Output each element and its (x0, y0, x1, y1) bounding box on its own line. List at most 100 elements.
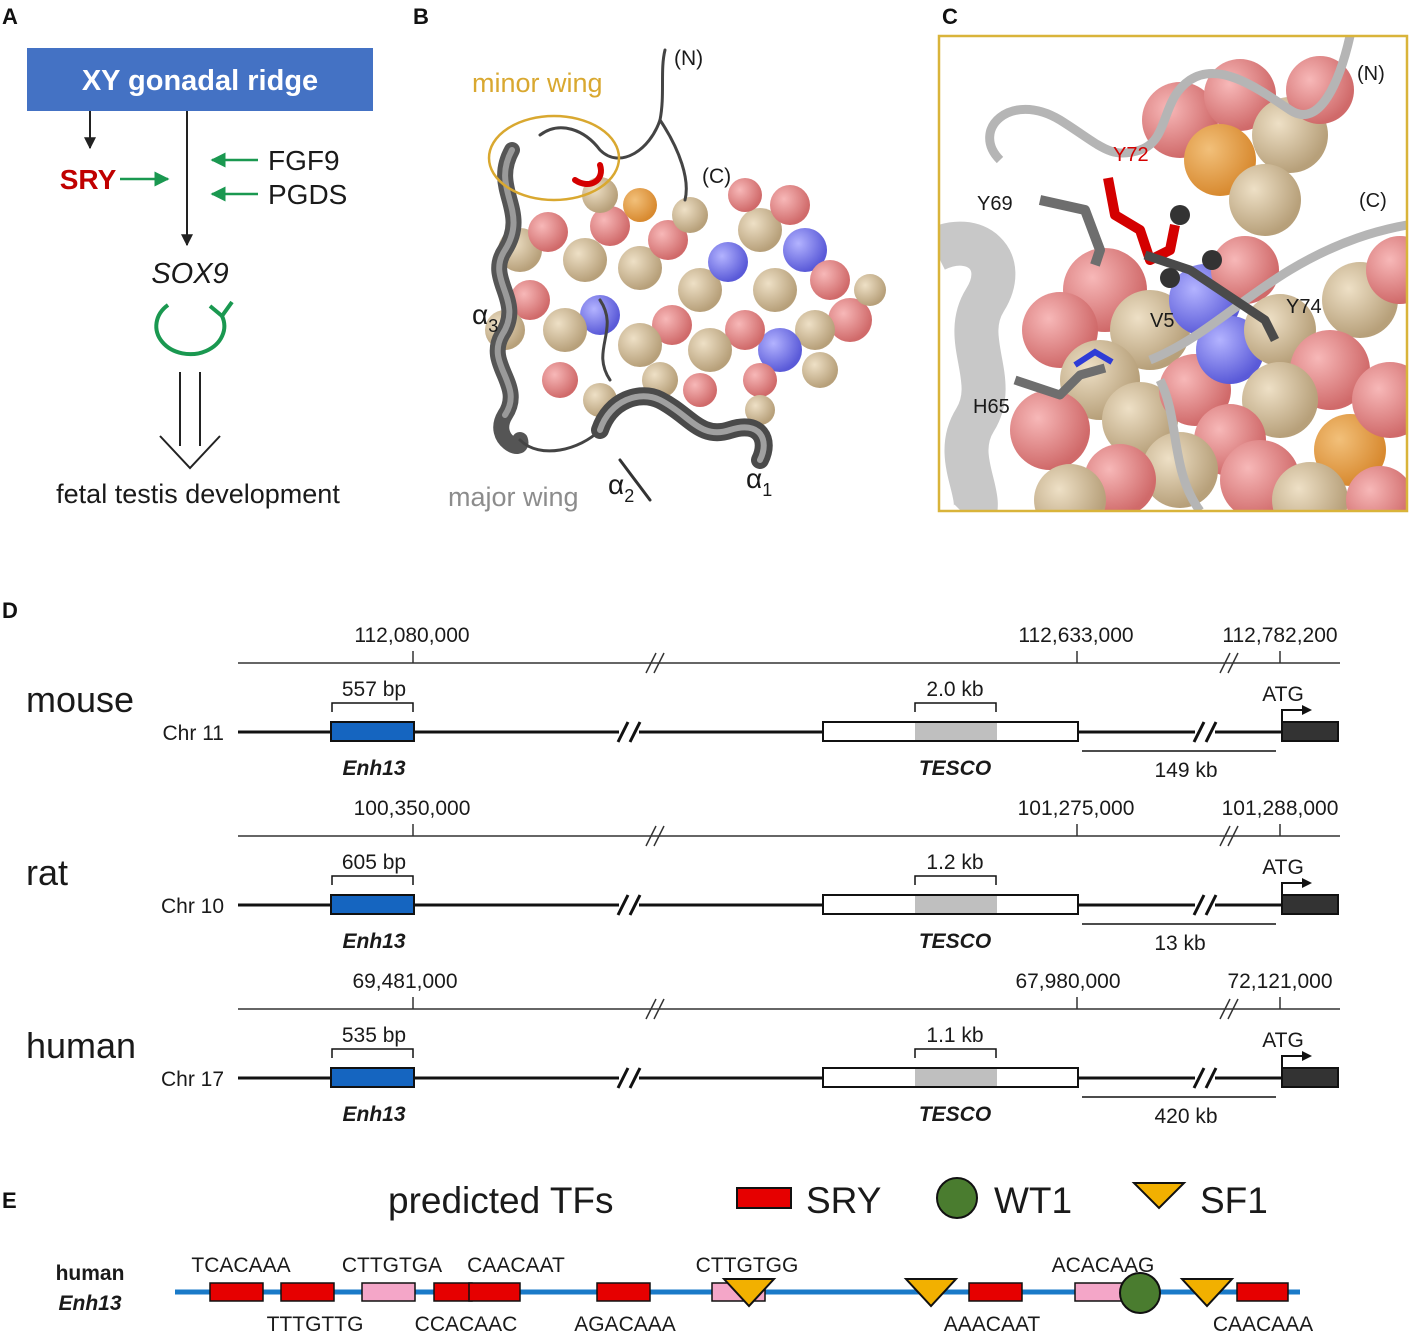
coord-enh: 112,080,000 (354, 624, 469, 647)
scale-break-icon (645, 825, 665, 847)
sox9-label: SOX9 (151, 258, 228, 290)
scale-break-icon (645, 998, 665, 1020)
panel-a: A XY gonadal ridge SRY FGF9 PGDS SOX9 fe… (2, 4, 373, 509)
distance-label: 420 kb (1154, 1105, 1217, 1128)
sry-site (1236, 1282, 1289, 1302)
legend-sry-swatch (736, 1187, 792, 1209)
panel-c-label: C (942, 4, 958, 29)
loop-arrowhead-icon (208, 300, 234, 318)
site-seq-above: CTTGTGA (342, 1254, 442, 1277)
chromosome-label: Chr 11 (163, 722, 224, 745)
site-seq-above: ACACAAG (1052, 1254, 1155, 1277)
break-icon (1192, 894, 1218, 916)
panel-b: B (413, 4, 886, 512)
tss-arrowhead-icon (1302, 705, 1312, 715)
enh-size-label: 605 bp (342, 851, 406, 874)
enh13-box (330, 1067, 415, 1088)
b-c-terminus-label: (C) (702, 165, 731, 188)
coord-tesco: 112,633,000 (1018, 624, 1133, 647)
atg-label: ATG (1262, 856, 1304, 879)
site-seq-below: CCACAAC (415, 1313, 518, 1333)
c-n-terminus-label: (N) (1357, 63, 1385, 85)
panel-d: D 112,080,000 112,633,000 112,782,200 mo… (2, 598, 1340, 1128)
coord-gene: 72,121,000 (1227, 970, 1332, 993)
break-icon (616, 894, 642, 916)
legend-sf1-label: SF1 (1200, 1180, 1268, 1221)
species-label: human (26, 1025, 136, 1066)
species-label: mouse (26, 679, 134, 720)
major-wing-label: major wing (448, 482, 579, 512)
residue-y74-label: Y74 (1286, 296, 1322, 318)
panel-e: E predicted TFs SRY WT1 SF1 human Enh13 (2, 1177, 1313, 1333)
legend-title: predicted TFs (388, 1180, 614, 1221)
coord-gene: 101,288,000 (1222, 797, 1339, 820)
panel-d-label: D (2, 598, 18, 623)
gonadal-ridge-label: XY gonadal ridge (82, 65, 318, 97)
c-c-terminus-label: (C) (1359, 190, 1387, 212)
tesco-size-label: 1.2 kb (926, 851, 983, 874)
site-seq-below: AAACAAT (944, 1313, 1041, 1333)
chromosome-label: Chr 10 (161, 895, 224, 918)
coord-enh: 100,350,000 (354, 797, 471, 820)
tesco-bracket (914, 875, 997, 885)
sry-site (468, 1282, 521, 1302)
sf1-site-icon (721, 1278, 777, 1308)
sry-site (968, 1282, 1023, 1302)
coord-gene: 112,782,200 (1222, 624, 1337, 647)
sry-site (596, 1282, 651, 1302)
atg-label: ATG (1262, 683, 1304, 706)
enh-size-label: 535 bp (342, 1024, 406, 1047)
chromosome-label: Chr 17 (161, 1068, 224, 1091)
residue-h65-label: H65 (973, 396, 1010, 418)
dna-space-filling-model (485, 177, 886, 425)
site-seq-below: TTTGTTG (267, 1313, 364, 1333)
minor-wing-outline (487, 114, 621, 202)
site-seq-above: TCACAAA (191, 1254, 290, 1277)
sf1-site-icon (1179, 1278, 1235, 1308)
sry-weak-site (361, 1282, 416, 1302)
site-seq-below: AGACAAA (574, 1313, 676, 1333)
site-seq-above: CTTGTGG (696, 1254, 799, 1277)
enh-size-label: 557 bp (342, 678, 406, 701)
track-label-species: human (56, 1262, 125, 1285)
gonadal-ridge-box (27, 48, 373, 111)
site-seq-below: CAACAAA (1213, 1313, 1313, 1333)
residue-y69-label: Y69 (977, 193, 1013, 215)
sf1-site-icon (903, 1278, 959, 1308)
enh13-label: Enh13 (342, 930, 405, 953)
residue-y72-label: Y72 (1113, 144, 1149, 166)
wt1-site-icon (1119, 1272, 1161, 1314)
tesco-size-label: 2.0 kb (926, 678, 983, 701)
closeup-frame (937, 34, 1409, 513)
enh-bracket (331, 1048, 414, 1058)
panel-c: C (937, 4, 1409, 513)
panel-a-label: A (2, 4, 18, 29)
scale-break-icon (1219, 652, 1239, 674)
sox9-autoregulation-loop (154, 303, 227, 357)
coord-tesco: 67,980,000 (1015, 970, 1120, 993)
tesco-bracket (914, 702, 997, 712)
tfbs-marks (209, 1272, 1289, 1314)
panel-e-label: E (2, 1188, 17, 1213)
locus-row-mouse: 112,080,000 112,633,000 112,782,200 mous… (26, 624, 1340, 782)
tss-arrow-icon (1281, 1055, 1305, 1068)
sox9-gene-box (1281, 1067, 1339, 1088)
tss-arrow-icon (1281, 882, 1305, 895)
enh13-box (330, 721, 415, 742)
scale-break-icon (1219, 998, 1239, 1020)
tss-arrowhead-icon (1302, 878, 1312, 888)
enh-bracket (331, 875, 414, 885)
sry-site (209, 1282, 264, 1302)
tesco-core-box (915, 896, 997, 913)
sox9-gene-box (1281, 894, 1339, 915)
species-label: rat (26, 852, 68, 893)
double-arrow-icon (159, 372, 221, 470)
fgf9-label: FGF9 (268, 145, 340, 176)
atg-label: ATG (1262, 1029, 1304, 1052)
sry-site (280, 1282, 335, 1302)
break-icon (1192, 1067, 1218, 1089)
tesco-label: TESCO (919, 930, 991, 953)
break-icon (616, 721, 642, 743)
pgds-label: PGDS (268, 179, 347, 210)
legend-wt1-icon (936, 1177, 978, 1219)
